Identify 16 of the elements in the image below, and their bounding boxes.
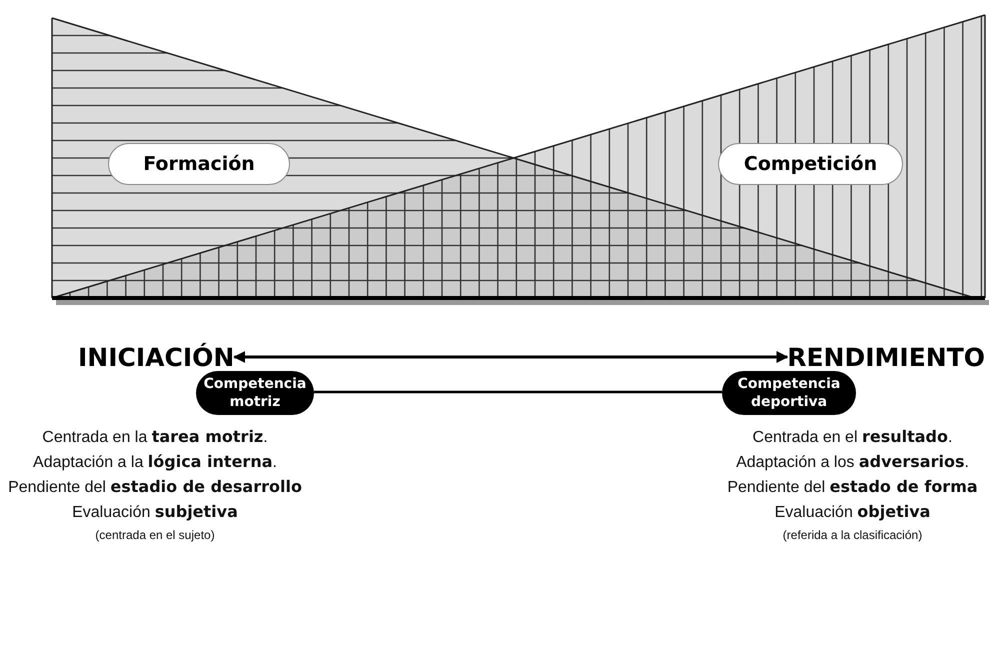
description-text: Pendiente del estado de forma xyxy=(726,476,979,498)
note-text: (referida a la clasificación) xyxy=(782,527,924,544)
description-text: Evaluación objetiva xyxy=(774,501,932,523)
double-arrow xyxy=(233,351,788,363)
competence-pill: Competencia motriz xyxy=(196,371,314,415)
description-text: Adaptación a los adversarios. xyxy=(735,451,970,473)
description-text: Pendiente del estadio de desarrollo xyxy=(7,476,303,498)
note-text: (centrada en el sujeto) xyxy=(94,527,216,544)
description-text: Centrada en el resultado. xyxy=(752,426,954,448)
phase-label: Formación xyxy=(108,143,290,185)
competence-pill: Competencia deportiva xyxy=(722,371,856,415)
connector-line xyxy=(314,390,722,394)
description-text: Adaptación a la lógica interna. xyxy=(32,451,278,473)
phase-label: Competición xyxy=(718,143,903,185)
description-text: Centrada en la tarea motriz. xyxy=(41,426,269,448)
description-text: Evaluación subjetiva xyxy=(71,501,239,523)
